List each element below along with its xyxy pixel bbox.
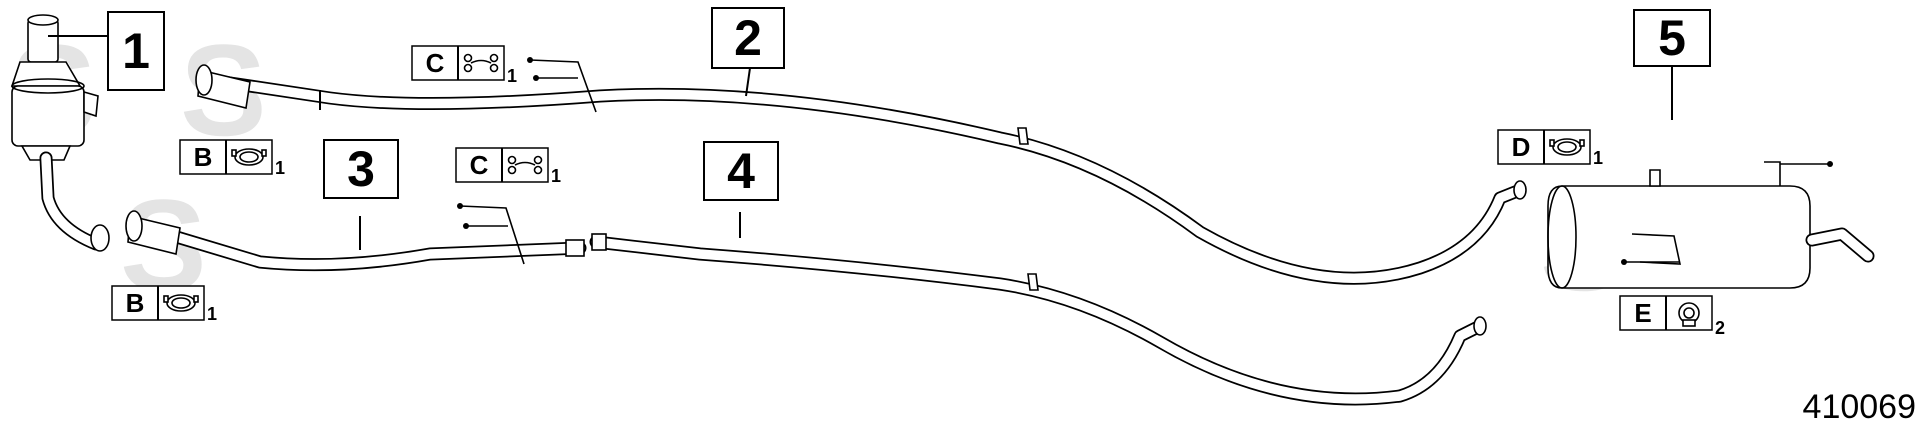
code-letter: B bbox=[126, 288, 145, 318]
catalytic-converter bbox=[10, 14, 110, 252]
code-box-e[interactable]: E 2 bbox=[1619, 295, 1725, 338]
front-pipe-upper bbox=[195, 57, 1527, 285]
callout-part-5-label: 5 bbox=[1658, 10, 1686, 66]
code-qty: 1 bbox=[1593, 148, 1603, 168]
code-qty: 1 bbox=[207, 304, 217, 324]
code-letter: B bbox=[194, 142, 213, 172]
rubber-mount-icon bbox=[1678, 302, 1700, 327]
rubber-hanger-icon bbox=[507, 155, 543, 175]
code-letter: C bbox=[470, 150, 489, 180]
rubber-hanger-icon bbox=[463, 53, 499, 73]
callout-part-3-label: 3 bbox=[347, 141, 375, 197]
callout-part-1-label: 1 bbox=[122, 23, 150, 79]
pipe-clamp-icon bbox=[163, 294, 199, 312]
code-box-c-upper[interactable]: C 1 bbox=[411, 45, 517, 86]
code-qty: 1 bbox=[551, 166, 561, 186]
code-qty: 1 bbox=[507, 66, 517, 86]
pipe-clamp-icon bbox=[231, 148, 267, 166]
callout-part-4[interactable]: 4 bbox=[703, 141, 779, 201]
code-box-b-lower[interactable]: B 1 bbox=[111, 285, 217, 324]
code-letter: D bbox=[1512, 132, 1531, 162]
code-box-c-lower[interactable]: C 1 bbox=[455, 147, 561, 186]
callout-part-5[interactable]: 5 bbox=[1633, 9, 1711, 67]
callout-part-4-label: 4 bbox=[727, 143, 755, 199]
intermediate-pipe bbox=[589, 212, 1487, 406]
code-qty: 1 bbox=[275, 158, 285, 178]
pipe-clamp-icon bbox=[1549, 138, 1585, 156]
front-pipe-lower bbox=[125, 203, 587, 272]
callout-part-2-label: 2 bbox=[734, 10, 762, 66]
code-box-d[interactable]: D 1 bbox=[1497, 129, 1603, 168]
callout-part-1[interactable]: 1 bbox=[107, 11, 165, 91]
callout-part-3[interactable]: 3 bbox=[323, 139, 399, 199]
code-letter: C bbox=[426, 48, 445, 78]
code-letter: E bbox=[1634, 298, 1651, 328]
drawing-number: 410069 bbox=[1803, 388, 1916, 426]
rear-silencer bbox=[1547, 64, 1875, 289]
callout-part-2[interactable]: 2 bbox=[711, 7, 785, 69]
code-qty: 2 bbox=[1715, 318, 1725, 338]
code-box-b-upper[interactable]: B 1 bbox=[179, 139, 285, 178]
